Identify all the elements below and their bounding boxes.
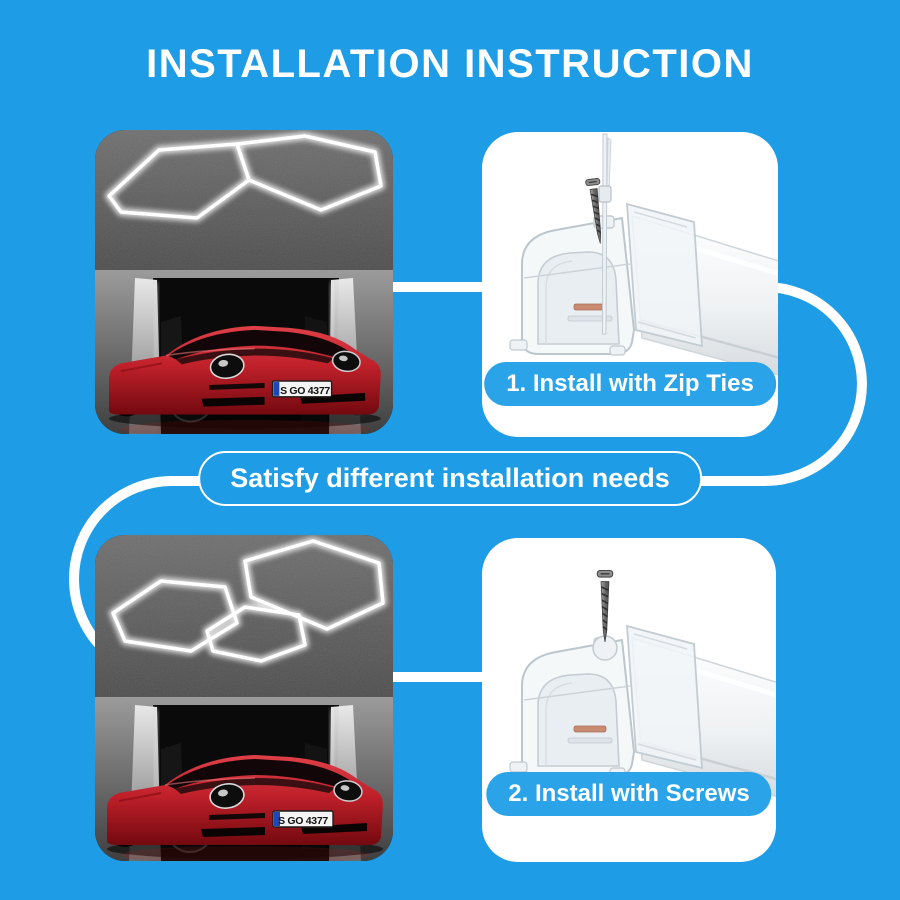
step-1-label: 1. Install with Zip Ties	[484, 362, 776, 406]
corner-connector	[510, 204, 778, 376]
connector-photo-screw	[482, 569, 776, 862]
step-card-screws: 2. Install with Screws	[482, 538, 776, 862]
hexagon-lights-icon	[109, 537, 387, 665]
banner-pill: Satisfy different installation needs	[198, 451, 702, 506]
floor-reflection	[120, 420, 370, 434]
hexagon-lights-icon	[105, 132, 385, 222]
step-2-label: 2. Install with Screws	[486, 772, 772, 816]
step-card-zip-ties: 1. Install with Zip Ties	[482, 132, 778, 437]
sports-car: S GO 4377	[107, 324, 382, 430]
screw-icon	[596, 569, 614, 643]
garage-photo-three-hexagons: S GO 4377	[95, 535, 393, 861]
page-title: INSTALLATION INSTRUCTION	[146, 42, 754, 86]
left-light-slit	[155, 709, 158, 825]
garage-photo-two-hexagons: S GO 4377	[95, 130, 393, 434]
floor-reflection	[120, 846, 370, 861]
license-plate-text: S GO 4377	[280, 385, 330, 397]
license-plate-text: S GO 4377	[278, 815, 328, 827]
garage-scene-1: S GO 4377	[95, 130, 393, 434]
left-light-slit	[155, 282, 158, 400]
garage-scene-2: S GO 4377	[95, 535, 393, 861]
sports-car: S GO 4377	[106, 754, 384, 860]
